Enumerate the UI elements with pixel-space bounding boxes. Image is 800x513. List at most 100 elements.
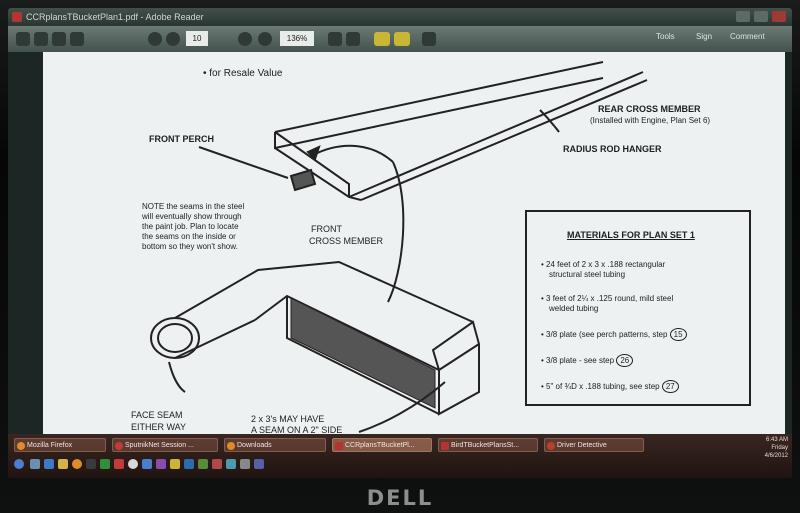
materials-box: MATERIALS FOR PLAN SET 1 • 24 feet of 2 … [525,210,751,406]
clock-time[interactable]: 6:43 AM [765,437,788,443]
material-text: 3/8 plate - see step [546,356,615,365]
front-cross-label-2: CROSS MEMBER [309,236,384,246]
media-player-icon[interactable] [86,459,96,469]
task-label: BirdTBucketPlansSt... [451,442,520,449]
app-icon[interactable] [156,459,166,469]
highlight-icon[interactable] [394,32,410,46]
clock-day: Friday [771,445,788,451]
close-button[interactable] [772,11,786,22]
maximize-button[interactable] [754,11,768,22]
app-icon[interactable] [170,459,180,469]
app-icon[interactable] [184,459,194,469]
bullet-dot: • [541,382,547,391]
chrome-icon[interactable] [128,459,138,469]
step-circle: 26 [616,354,634,367]
app-icon[interactable] [226,459,236,469]
zoom-out-icon[interactable] [238,32,252,46]
fit-width-icon[interactable] [346,32,360,46]
comment-tab[interactable]: Comment [730,32,765,41]
adobe-reader-icon [441,442,449,450]
zoom-select[interactable]: 136% [280,31,314,46]
zoom-in-icon[interactable] [258,32,272,46]
firefox-icon [17,442,25,450]
materials-title: MATERIALS FOR PLAN SET 1 [567,230,695,240]
sputniknet-icon [115,442,123,450]
taskbar-button-sputniknet[interactable]: SputnikNet Session ... [112,438,218,452]
resale-bullet: • for Resale Value [203,68,283,79]
print-icon[interactable] [52,32,66,46]
next-page-icon[interactable] [166,32,180,46]
open-icon[interactable] [16,32,30,46]
internet-explorer-icon[interactable] [44,459,54,469]
adobe-reader-icon [12,12,22,22]
material-text: structural steel tubing [549,270,626,279]
quick-launch [8,456,792,474]
rear-cross-label: REAR CROSS MEMBER [598,104,701,114]
adobe-reader-icon [335,442,343,450]
title-bar: CCRplansTBucketPlan1.pdf - Adobe Reader [8,8,792,26]
two-by-three-label-2: A SEAM ON A 2" SIDE [251,425,343,435]
task-label: SputnikNet Session ... [125,442,194,449]
app-icon[interactable] [240,459,250,469]
excel-icon[interactable] [100,459,110,469]
two-by-three-label-1: 2 x 3's MAY HAVE [251,414,325,424]
save-icon[interactable] [34,32,48,46]
front-perch-label: FRONT PERCH [149,134,214,144]
comment-icon[interactable] [374,32,390,46]
face-seam-label-2: EITHER WAY [131,422,187,432]
pdf-page: • for Resale Value FRONT PERCH REAR CROS… [43,52,785,435]
bullet-dot: • [541,356,547,365]
radius-rod-label: RADIUS ROD HANGER [563,144,662,154]
seam-note-line: NOTE the seams in the steel [142,202,245,211]
step-circle: 27 [661,380,679,393]
bullet-dot: • [541,260,547,269]
material-text: welded tubing [549,304,599,313]
fit-page-icon[interactable] [328,32,342,46]
previous-page-icon[interactable] [148,32,162,46]
driver-detective-icon [547,442,555,450]
firefox-icon [227,442,235,450]
explorer-icon[interactable] [30,459,40,469]
material-item: • 24 feet of 2 x 3 x .188 rectangular st… [541,260,665,280]
app-icon[interactable] [198,459,208,469]
seam-note-line: the paint job. Plan to locate [142,222,239,231]
minimize-button[interactable] [736,11,750,22]
sign-tab[interactable]: Sign [696,32,713,41]
material-item: • 3 feet of 2¼ x .125 round, mild steel … [541,294,673,314]
taskbar-button-firefox[interactable]: Mozilla Firefox [14,438,106,452]
start-orb-icon[interactable] [14,459,24,469]
app-icon[interactable] [114,459,124,469]
material-text: 3/8 plate (see perch patterns, step [546,330,668,339]
laptop-screen: CCRplansTBucketPlan1.pdf - Adobe Reader … [8,8,792,478]
word-icon[interactable] [142,459,152,469]
material-text: 5" of ¾D x .188 tubing, see step [546,382,660,391]
bullet-dot: • [541,330,547,339]
expand-icon[interactable] [422,32,436,46]
window-title: CCRplansTBucketPlan1.pdf - Adobe Reader [26,12,204,22]
task-label: CCRplansTBucketPl... [345,442,415,449]
taskbar-button-driver-detective[interactable]: Driver Detective [544,438,644,452]
material-item: • 5" of ¾D x .188 tubing, see step 27 [541,380,679,393]
folder-icon[interactable] [58,459,68,469]
seam-note-line: bottom so they won't show. [142,242,238,251]
material-item: • 3/8 plate (see perch patterns, step 15 [541,328,687,341]
seam-note-line: the seams on the inside or [142,232,236,241]
firefox-icon[interactable] [72,459,82,469]
clock-date: 4/6/2012 [764,453,788,459]
email-icon[interactable] [70,32,84,46]
app-icon[interactable] [212,459,222,469]
reader-toolbar: 10 136% Tools Sign Comment [8,26,792,52]
material-text: 3 feet of 2¼ x .125 round, mild steel [546,294,674,303]
taskbar-button-ccrplans[interactable]: CCRplansTBucketPl... [332,438,432,452]
page-number-input[interactable]: 10 [186,31,208,46]
taskbar-button-downloads[interactable]: Downloads [224,438,326,452]
taskbar-button-birdplans[interactable]: BirdTBucketPlansSt... [438,438,538,452]
seam-note-line: will eventually show through [142,212,242,221]
face-seam-label-1: FACE SEAM [131,410,183,420]
windows-taskbar: Mozilla Firefox SputnikNet Session ... D… [8,434,792,478]
material-item: • 3/8 plate - see step 26 [541,354,634,367]
app-icon[interactable] [254,459,264,469]
window-controls [736,11,786,22]
tools-tab[interactable]: Tools [656,32,675,41]
step-circle: 15 [669,328,687,341]
